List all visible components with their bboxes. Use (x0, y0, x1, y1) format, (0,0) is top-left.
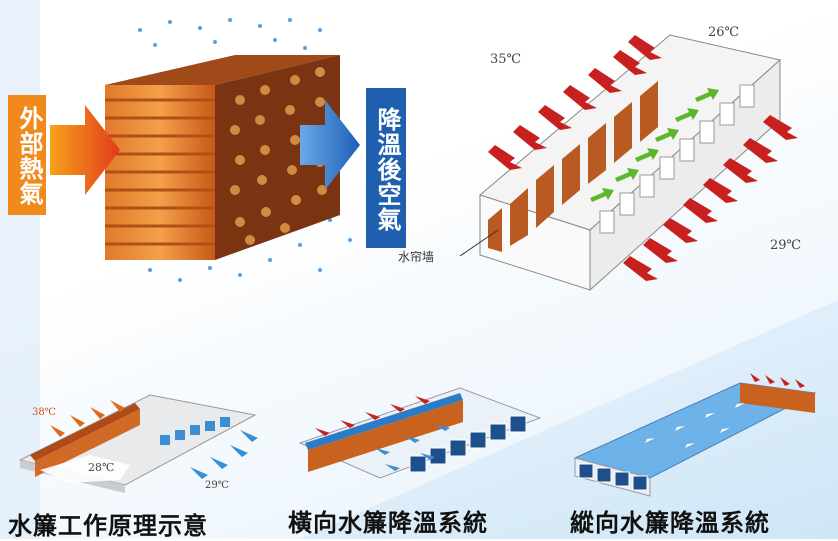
temp-outside: 35℃ (490, 52, 522, 67)
cool-air-label: 降溫後空氣 (373, 106, 401, 232)
caption-vertical: 縱向水簾降溫系統 (570, 509, 770, 537)
caption-principle: 水簾工作原理示意 (8, 512, 208, 540)
building-illustration (459, 34, 798, 292)
exhaust-fans (599, 84, 755, 234)
cooling-pad-illustration (50, 18, 360, 282)
temp-hot: 38℃ (32, 407, 56, 418)
panel-vertical (565, 368, 830, 498)
panel-principle: 38℃ 28℃ 29℃ (10, 385, 265, 495)
cool-air-label-box (366, 88, 406, 248)
fans (578, 463, 648, 491)
temp-room: 28℃ (88, 461, 115, 474)
hot-air-label: 外部熱氣 (15, 106, 43, 206)
pad-wall (488, 81, 658, 252)
panel-horizontal (285, 378, 550, 498)
temp-out: 29℃ (205, 480, 229, 491)
cool-air-arrow (300, 100, 360, 190)
caption-horizontal: 橫向水簾降溫系統 (288, 509, 488, 537)
pad-wall-label: 水帘墙 (398, 250, 435, 264)
hot-air-label-box (8, 95, 46, 215)
hot-air-arrows (488, 35, 798, 281)
principle-illustration (18, 394, 258, 493)
hot-air-arrow (50, 105, 120, 195)
fans (409, 415, 527, 473)
temp-exhaust: 29℃ (770, 238, 802, 253)
greenhouse-building-diagram: 35℃ 26℃ 29℃ 水帘墙 (398, 20, 830, 300)
horizontal-illustration (298, 387, 542, 479)
cool-air-arrows (590, 88, 719, 202)
temp-inside: 26℃ (708, 25, 740, 40)
evaporative-pad-diagram: 外部熱氣 降溫後空氣 (0, 0, 420, 300)
vertical-illustration (573, 373, 817, 497)
